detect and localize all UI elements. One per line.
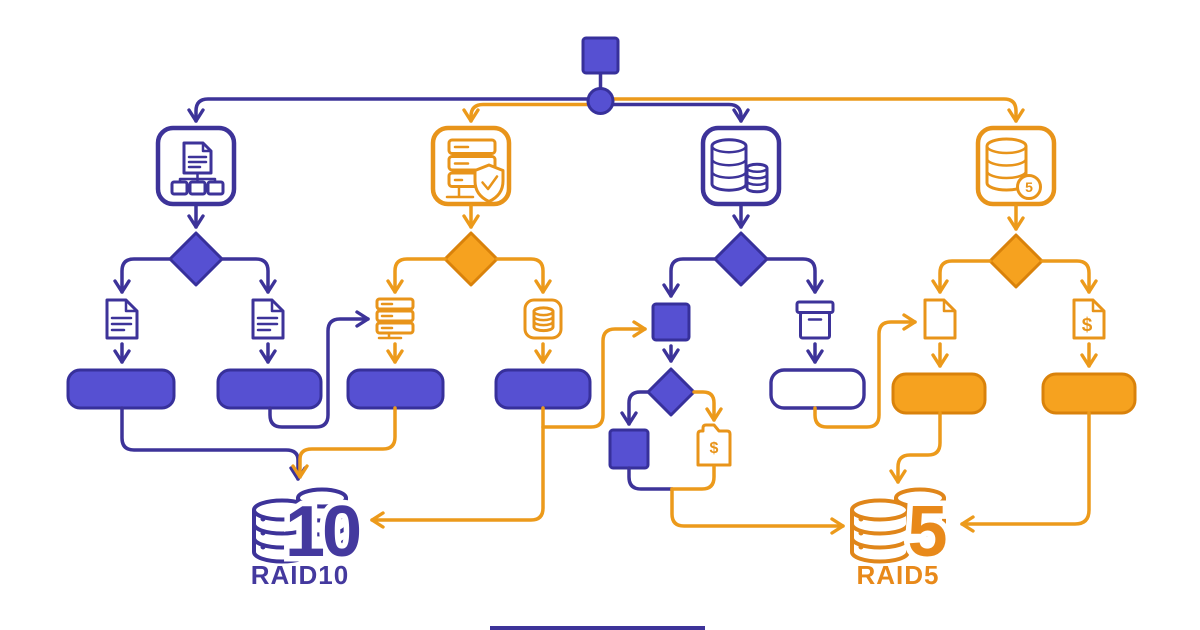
elbow-d1-left	[113, 257, 172, 294]
connector-hub-branch3	[599, 102, 750, 123]
database-pair-icon	[710, 138, 769, 194]
purple-pill-4	[494, 368, 592, 410]
purple-pill-3	[346, 368, 445, 410]
connector-outlinepill-doc	[813, 313, 917, 429]
connector-orangepill1-raid5	[889, 411, 942, 484]
decision-diamond-3	[713, 231, 769, 287]
decision-diamond-2	[443, 231, 499, 287]
dollar-folder-icon: $	[696, 423, 732, 467]
elbow-d1-right	[220, 257, 277, 294]
database-box-icon	[523, 298, 563, 340]
purple-pill-1	[66, 368, 176, 410]
purple-pill-2	[216, 368, 323, 410]
connector-pill3-raid10	[291, 406, 397, 479]
raid10-outcome: 10 RAID10	[251, 487, 369, 591]
decision-diamond-1	[168, 231, 224, 287]
root-start-node	[581, 36, 620, 90]
elbow-d2-left	[386, 257, 447, 294]
document-plain-icon	[923, 298, 957, 340]
raid5-label: RAID5	[856, 560, 939, 590]
dollar-document-sign: $	[1082, 315, 1093, 336]
elbow-subdecision-left	[620, 390, 650, 426]
orange-pill-2	[1041, 372, 1137, 415]
database-5-icon: 5	[985, 137, 1042, 200]
server-icon	[375, 297, 415, 340]
raid10-label: RAID10	[251, 560, 349, 590]
document-tree-icon	[170, 141, 225, 196]
connector-pill4-raid10	[370, 406, 545, 529]
connector-pill2-server	[268, 310, 370, 429]
elbow-d2-right	[495, 257, 552, 294]
archive-box-icon	[795, 300, 835, 340]
elbow-d4-right	[1040, 259, 1098, 294]
dollar-document-icon: $	[1072, 298, 1106, 340]
connector-hub-branch4	[599, 97, 1025, 123]
connector-hub-branch2	[462, 102, 602, 123]
raid10-number: 10	[285, 492, 360, 572]
decision-diamond-4	[988, 233, 1044, 289]
branch2-box-server-shield	[430, 125, 512, 207]
hub-circle-junction	[586, 87, 615, 115]
elbow-d3-left	[662, 257, 717, 298]
raid5-outcome: 5 RAID5	[852, 487, 955, 590]
sub-square-node	[608, 428, 650, 470]
connector-pill1-raid10	[120, 406, 307, 481]
dollar-folder-sign: $	[710, 440, 719, 457]
elbow-d4-left	[931, 259, 992, 294]
bottom-accent-bar	[490, 626, 705, 630]
orange-pill-1	[891, 372, 987, 415]
connector-orangepill2-raid5	[960, 411, 1091, 533]
connector-hub-branch1	[187, 97, 602, 123]
sub-decision-diamond	[646, 367, 696, 417]
branch1-box-document-tree	[155, 125, 237, 207]
branch4-box-database5: 5	[975, 125, 1057, 207]
connector-merge-raid5	[670, 487, 845, 535]
outline-pill	[769, 368, 866, 410]
connector-junction-square	[541, 320, 647, 429]
server-shield-icon	[445, 138, 505, 203]
connector-subsquare-merge	[627, 466, 674, 491]
square-node	[651, 302, 691, 342]
elbow-d3-right	[765, 257, 824, 294]
db5-badge-number: 5	[1025, 179, 1033, 195]
branch3-box-databases	[700, 125, 782, 207]
document-icon-1	[105, 298, 139, 340]
document-icon-2	[251, 298, 285, 340]
connector-dollarfolder-merge	[670, 465, 716, 491]
elbow-subdecision-right	[692, 390, 723, 422]
start-square	[581, 36, 620, 75]
